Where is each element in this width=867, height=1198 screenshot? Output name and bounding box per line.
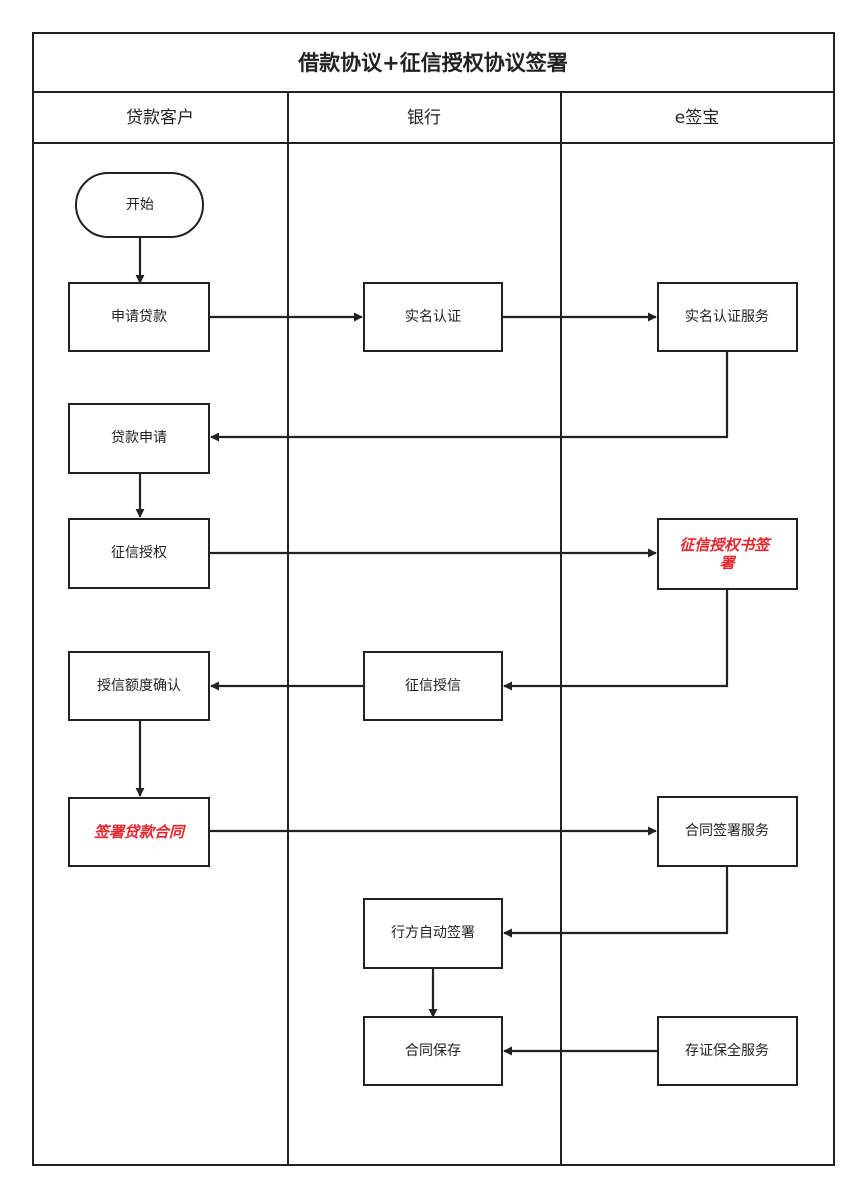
node-apply-loan-label: 申请贷款	[111, 309, 167, 325]
node-sign-loan-contract-shape	[68, 797, 210, 867]
node-sign-loan-contract-label: 签署贷款合同	[94, 823, 187, 841]
node-credit-auth-shape	[68, 518, 210, 589]
node-realname-service-shape	[657, 282, 798, 352]
node-apply-loan: 申请贷款	[68, 282, 210, 352]
edge-contract-sign-service-to-bank-auto-sign	[503, 866, 729, 938]
node-sign-loan-contract: 签署贷款合同	[68, 797, 210, 867]
node-credit-auth-sign-label: 征信授权书签 署	[679, 536, 774, 572]
node-start: 开始	[75, 172, 204, 238]
node-credit-grant: 征信授信	[363, 651, 503, 721]
node-loan-application-shape	[68, 403, 210, 474]
node-credit-grant-shape	[363, 651, 503, 721]
diagram-title: 借款协议+征信授权协议签署	[297, 51, 568, 75]
node-loan-application: 贷款申请	[68, 403, 210, 474]
node-contract-sign-service-shape	[657, 796, 798, 867]
lane-header-customer: 贷款客户	[126, 108, 194, 128]
node-realname-verify-shape	[363, 282, 503, 352]
lane-header-esign: e签宝	[675, 108, 719, 128]
node-realname-service-label: 实名认证服务	[685, 309, 769, 325]
node-contract-sign-service: 合同签署服务	[657, 796, 798, 867]
node-contract-sign-service-label: 合同签署服务	[685, 822, 769, 839]
node-credit-auth-sign-line-1: 征信授权书签	[679, 536, 772, 554]
connector-group	[135, 237, 729, 1056]
node-credit-grant-label: 征信授信	[405, 678, 461, 694]
node-evidence-service-label: 存证保全服务	[685, 1042, 769, 1059]
node-realname-service: 实名认证服务	[657, 282, 798, 352]
node-loan-application-label: 贷款申请	[111, 430, 167, 446]
lane-header-bank: 银行	[407, 108, 441, 128]
node-contract-save: 合同保存	[363, 1016, 503, 1086]
node-realname-verify: 实名认证	[363, 282, 503, 352]
node-bank-auto-sign: 行方自动签署	[363, 898, 503, 969]
node-credit-limit-confirm-label: 授信额度确认	[97, 678, 181, 694]
node-credit-limit-confirm: 授信额度确认	[68, 651, 210, 721]
node-evidence-service-shape	[657, 1016, 798, 1086]
edge-credit-auth-sign-to-credit-grant	[503, 589, 729, 691]
edge-realname-service-to-loan-application	[210, 351, 729, 442]
node-credit-auth-sign-shape	[657, 518, 798, 590]
node-credit-limit-confirm-shape	[68, 651, 210, 721]
node-apply-loan-shape	[68, 282, 210, 352]
node-bank-auto-sign-label: 行方自动签署	[391, 924, 475, 941]
node-credit-auth-label: 征信授权	[111, 545, 167, 561]
node-contract-save-label: 合同保存	[405, 1043, 461, 1059]
node-start-label: 开始	[126, 197, 154, 213]
node-credit-auth: 征信授权	[68, 518, 210, 589]
node-realname-verify-label: 实名认证	[405, 309, 461, 325]
node-credit-auth-sign: 征信授权书签 署	[657, 518, 798, 590]
node-contract-save-shape	[363, 1016, 503, 1086]
node-evidence-service: 存证保全服务	[657, 1016, 798, 1086]
node-credit-auth-sign-line-2: 署	[719, 554, 736, 572]
node-bank-auto-sign-shape	[363, 898, 503, 969]
node-start-shape	[75, 172, 204, 238]
